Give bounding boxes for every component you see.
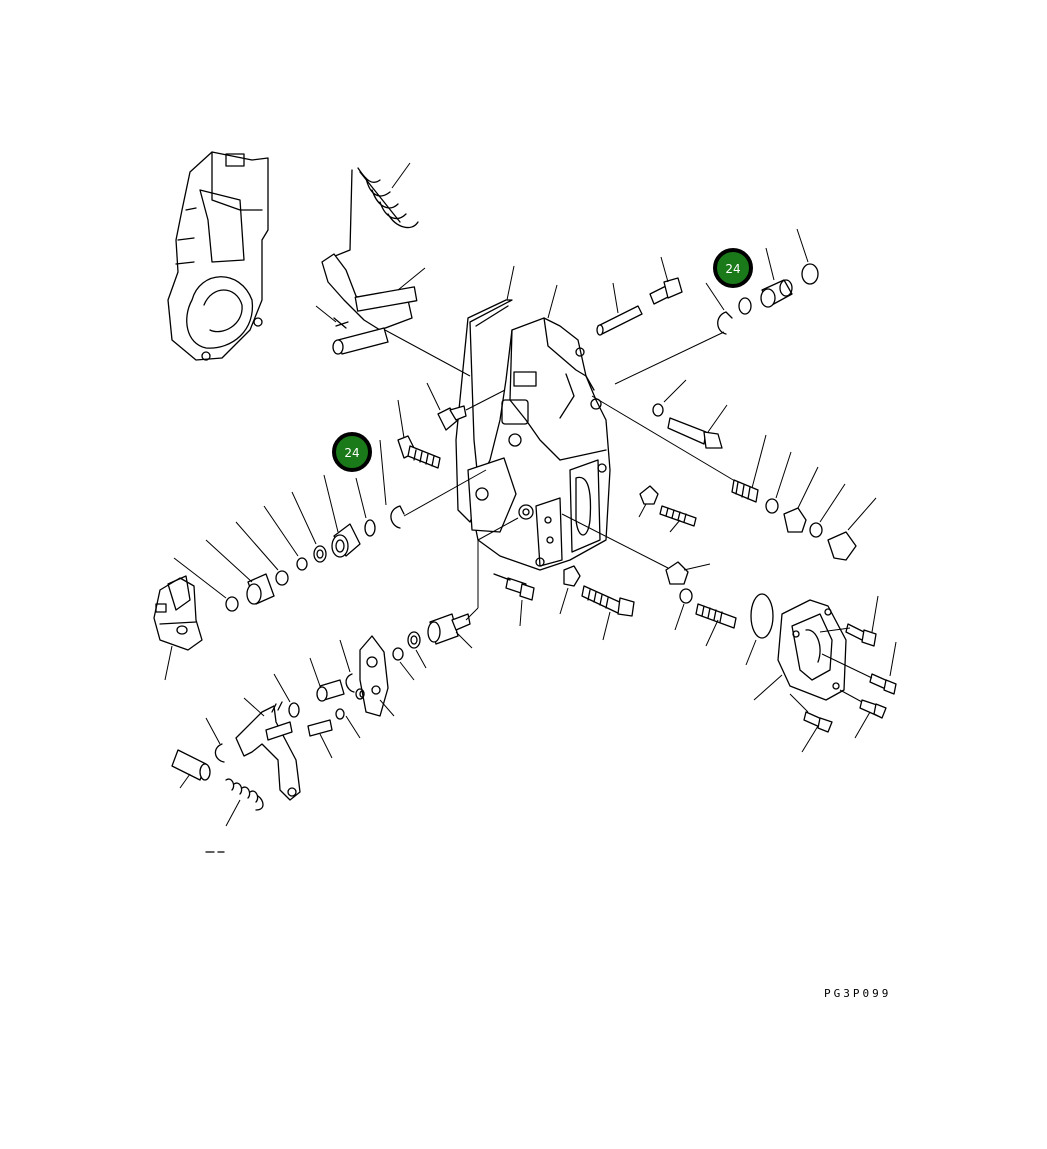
collar-left — [206, 540, 274, 604]
o-ring-right — [739, 298, 751, 314]
pump-body — [468, 285, 610, 570]
end-cover — [754, 600, 846, 700]
oval-gasket — [746, 594, 773, 665]
bolt-lower-1 — [494, 574, 534, 626]
cover-bolt-3 — [840, 690, 886, 738]
washer-center-2 — [393, 648, 414, 680]
pin — [597, 283, 642, 335]
bracket-left — [154, 576, 202, 680]
plug-bolt-top — [650, 257, 682, 304]
snap-ring-right — [615, 283, 732, 384]
threaded-stud-1 — [562, 506, 696, 568]
cap-nut — [828, 498, 876, 560]
washer-left — [236, 522, 288, 585]
threaded-stud-2 — [696, 604, 736, 646]
washer-2 — [766, 452, 791, 513]
governor-housing — [168, 152, 268, 360]
cover-bolt-1 — [820, 596, 878, 646]
callout-24-left[interactable]: 24 — [334, 434, 370, 470]
nut-lower — [560, 566, 580, 614]
washer-lever — [336, 709, 360, 738]
long-bolt — [592, 396, 740, 484]
long-stud-lower — [582, 586, 634, 640]
control-lever — [236, 698, 300, 800]
washer-3 — [810, 484, 845, 537]
small-washer-left — [174, 558, 238, 611]
washer-center-1 — [408, 632, 426, 668]
plug-bolt-left — [427, 383, 505, 430]
small-nut — [639, 486, 658, 517]
small-pin — [308, 720, 332, 758]
nut-1 — [784, 467, 818, 532]
snap-ring-left — [380, 440, 486, 528]
c-clip-center — [340, 640, 354, 692]
c-clip-lower — [206, 718, 224, 762]
banjo-bolt-center — [428, 518, 518, 648]
cap-right — [797, 229, 818, 284]
nut-washer-mid — [675, 589, 692, 630]
o-ring-lever — [274, 674, 299, 717]
ring-1 — [292, 492, 326, 562]
cam-plate — [360, 636, 394, 716]
ring-2 — [264, 506, 307, 570]
callout-label: 24 — [344, 446, 359, 460]
callout-24-top[interactable]: 24 — [715, 250, 751, 286]
bushing-left — [324, 475, 360, 557]
governor-lever — [316, 254, 470, 376]
drawing-code: PG3P099 — [824, 987, 892, 1000]
roller-sleeve — [172, 750, 210, 788]
sleeve-right — [761, 248, 792, 307]
pin-bolt-center — [310, 658, 344, 701]
return-spring — [226, 779, 263, 826]
hex-nut-mid — [666, 562, 710, 584]
cover-bolt-4 — [790, 694, 832, 752]
callout-label: 24 — [725, 262, 740, 276]
stud-bolt — [732, 435, 766, 502]
flange-bolt — [398, 400, 440, 468]
tension-spring — [330, 163, 418, 258]
washer-1 — [653, 380, 686, 416]
nut-washer-lever — [356, 689, 364, 699]
o-ring-left — [356, 478, 375, 536]
cover-bolt-2 — [822, 642, 896, 694]
